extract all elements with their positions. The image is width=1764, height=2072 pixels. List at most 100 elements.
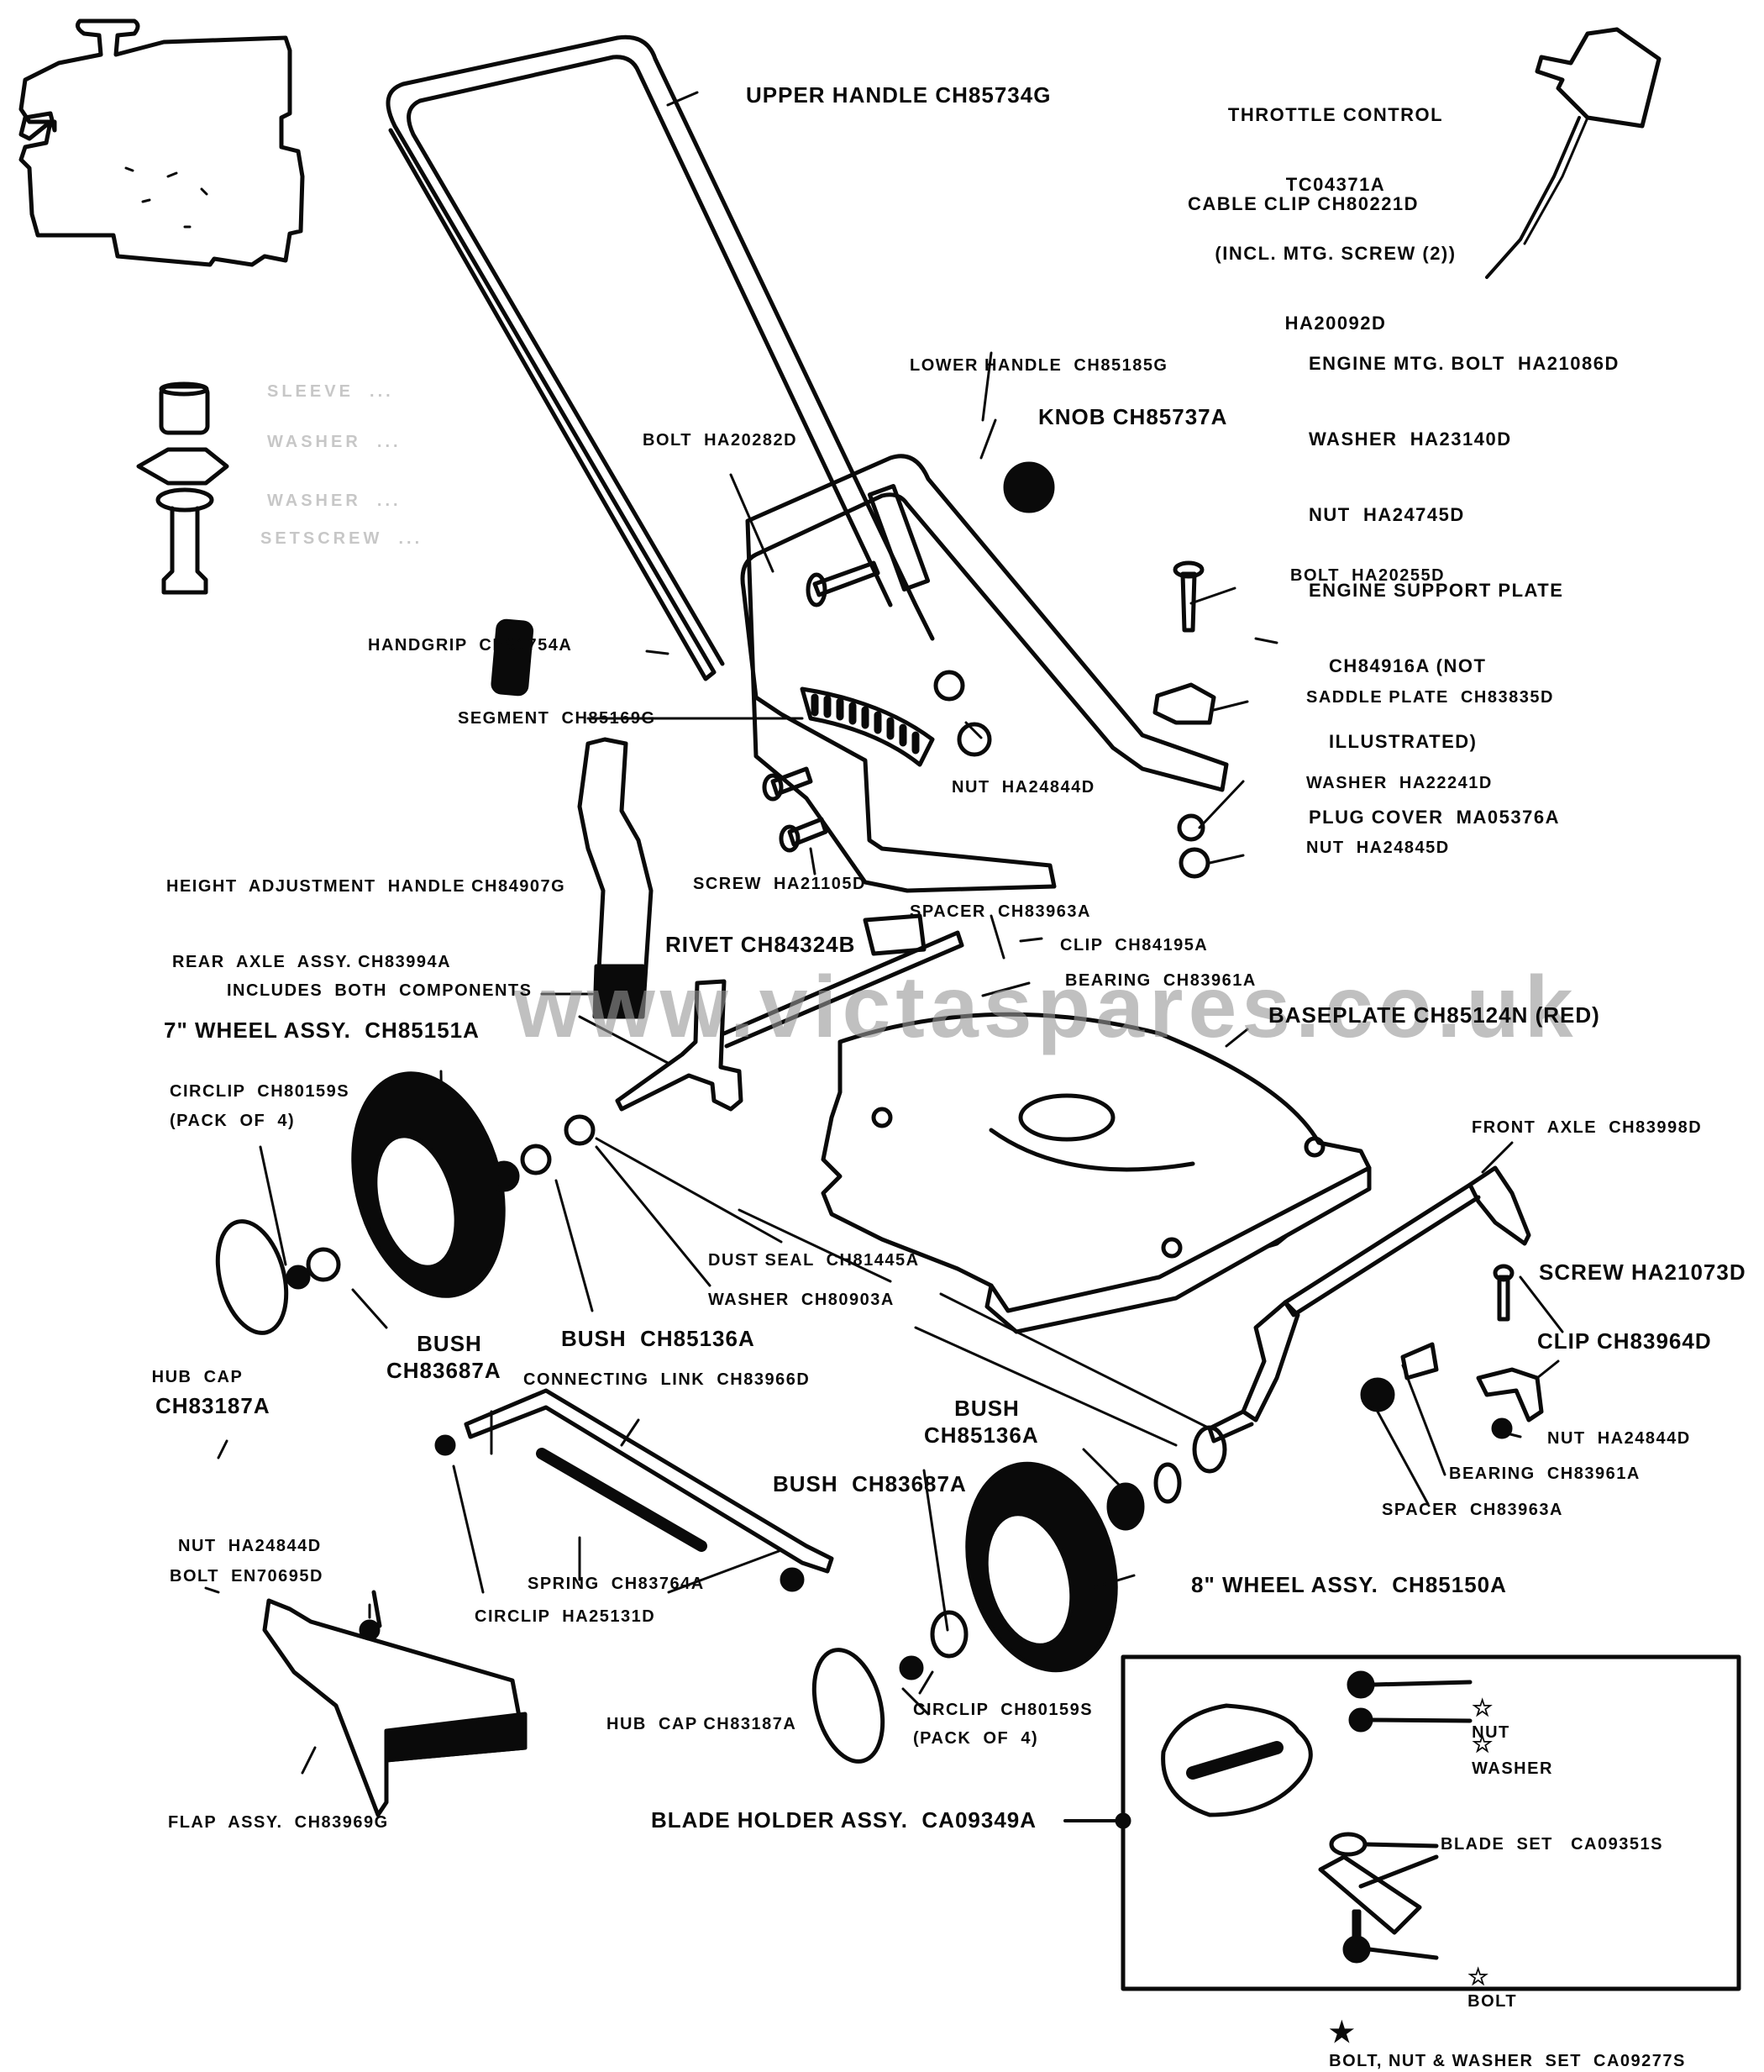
label-cable-clip: CABLE CLIP CH80221D: [1188, 193, 1420, 214]
star-icon: ☆: [1472, 1695, 1494, 1721]
engine-label-faint-1: SLEEVE ...: [267, 382, 394, 401]
label-bolt-ha20282d: BOLT HA20282D: [643, 431, 798, 450]
leader-lines: [204, 91, 1564, 1775]
label-kit-washer-text: WASHER: [1472, 1759, 1553, 1778]
label-knob: KNOB CH85737A: [1038, 404, 1228, 429]
label-throttle-control-title: THROTTLE CONTROL: [1227, 104, 1444, 125]
connecting-link-illustration: [434, 1388, 834, 1592]
engine-label-faint-3: WASHER ...: [267, 492, 402, 510]
label-bolt-nut-washer-set: ★ BOLT, NUT & WASHER SET CA09277S: [1317, 1994, 1686, 2072]
label-dust-seal: DUST SEAL CH81445A: [708, 1251, 920, 1270]
label-engine-support-note: ILLUSTRATED): [1329, 731, 1478, 752]
height-adjustment-handle-illustration: [577, 737, 654, 1019]
label-plug-cover: PLUG COVER MA05376A: [1309, 807, 1560, 828]
label-kit-bolt-text: BOLT: [1467, 1992, 1518, 2011]
label-screw-ha21073d: SCREW HA21073D: [1539, 1260, 1746, 1285]
label-throttle-screw: HA20092D: [1284, 312, 1387, 334]
label-throttle-control: THROTTLE CONTROL TC04371A (INCL. MTG. SC…: [1210, 57, 1462, 358]
handgrip-illustration: [491, 618, 534, 697]
star-icon: ★: [1329, 2017, 1357, 2048]
label-bearing-right: BEARING CH83961A: [1449, 1465, 1641, 1483]
label-nut-ha24845d: NUT HA24845D: [1306, 839, 1450, 857]
label-height-adjustment-handle: HEIGHT ADJUSTMENT HANDLE CH84907G: [166, 877, 566, 896]
label-baseplate: BASEPLATE CH85124N (RED): [1268, 1002, 1600, 1028]
label-wheel-8in: 8" WHEEL ASSY. CH85150A: [1191, 1572, 1507, 1597]
label-handgrip: HANDGRIP CH81754A: [368, 636, 573, 655]
label-lower-handle: LOWER HANDLE CH85185G: [910, 356, 1168, 375]
label-circlip-bottom: CIRCLIP CH80159S: [913, 1701, 1094, 1719]
label-throttle-part: TC04371A: [1285, 173, 1386, 195]
label-spring: SPRING CH83764A: [528, 1575, 705, 1593]
label-bolt-en70695d: BOLT EN70695D: [170, 1567, 323, 1586]
label-hub-cap-bottom: HUB CAP CH83187A: [606, 1715, 797, 1733]
label-nut-ha24745d: NUT HA24745D: [1309, 504, 1465, 525]
label-kit-nut-text: NUT: [1472, 1723, 1510, 1742]
label-bush-left: BUSH: [417, 1331, 482, 1356]
label-circlip-top-note: (PACK OF 4): [170, 1112, 296, 1130]
label-throttle-incl: (INCL. MTG. SCREW (2)): [1215, 243, 1457, 264]
front-wheel-illustration: [811, 1461, 1145, 1764]
label-circlip-top: CIRCLIP CH80159S: [170, 1082, 350, 1101]
label-circlip-ha25131d: CIRCLIP HA25131D: [475, 1607, 656, 1626]
flap-assembly-illustration: [262, 1590, 528, 1817]
engine-label-faint-2: WASHER ...: [267, 433, 402, 451]
upper-handle-illustration: [386, 34, 935, 681]
hardware-illustration: [762, 461, 1216, 879]
label-spacer-top: SPACER CH83963A: [910, 902, 1091, 921]
label-nut-ha24844d-right: NUT HA24844D: [1547, 1429, 1691, 1448]
label-clip-ch83964d: CLIP CH83964D: [1537, 1328, 1712, 1354]
label-rivet: RIVET CH84324B: [665, 932, 856, 957]
label-bush-ch85136a: BUSH CH85136A: [561, 1326, 755, 1351]
star-icon: ☆: [1472, 1731, 1494, 1757]
label-engine-support-plate: ENGINE SUPPORT PLATE: [1309, 580, 1564, 601]
label-bush-left-part: CH83687A: [386, 1358, 501, 1383]
label-washer-ha23140d: WASHER HA23140D: [1309, 429, 1512, 450]
label-kit-nut: ☆ NUT: [1460, 1672, 1510, 1743]
engine-mount-parts: [136, 381, 229, 595]
label-bolt-nut-washer-set-text: BOLT, NUT & WASHER SET CA09277S: [1329, 2051, 1686, 2070]
label-clip-ch84195a: CLIP CH84195A: [1060, 936, 1209, 954]
label-washer-ha22241d: WASHER HA22241D: [1306, 774, 1493, 792]
label-upper-handle: UPPER HANDLE CH85734G: [746, 82, 1052, 108]
label-bolt-ha20255d: BOLT HA20255D: [1290, 566, 1446, 585]
label-spacer-right: SPACER CH83963A: [1382, 1501, 1563, 1519]
watermark: www.victaspares.co.uk: [514, 959, 1578, 1056]
label-kit-washer: ☆ WASHER: [1460, 1708, 1553, 1780]
engine-illustration: [18, 18, 305, 267]
blade-holder-box: [1063, 1654, 1741, 1991]
throttle-control-illustration: [1485, 27, 1662, 279]
label-engine-mtg-bolt: ENGINE MTG. BOLT HA21086D: [1309, 353, 1620, 374]
front-axle-illustration: [1207, 1165, 1531, 1444]
rear-wheel-illustration: [215, 1071, 596, 1335]
parts-diagram: [18, 18, 1741, 1991]
label-engine-hardware: ENGINE MTG. BOLT HA21086D WASHER HA23140…: [1309, 301, 1620, 855]
label-circlip-bottom-note: (PACK OF 4): [913, 1729, 1039, 1748]
label-wheel-7in: 7" WHEEL ASSY. CH85151A: [164, 1018, 480, 1043]
label-bush-right-part: CH85136A: [924, 1423, 1039, 1448]
label-hub-cap-left-part: CH83187A: [155, 1393, 270, 1418]
label-nut-ha24844d-top: NUT HA24844D: [952, 778, 1095, 797]
baseplate-illustration: [821, 1012, 1372, 1334]
label-flap-assy: FLAP ASSY. CH83969G: [168, 1813, 389, 1832]
rear-axle-illustration: [615, 913, 964, 1112]
lower-handle-illustration: [740, 454, 1229, 893]
label-front-axle: FRONT AXLE CH83998D: [1472, 1118, 1703, 1137]
label-hub-cap-left: HUB CAP: [151, 1368, 244, 1386]
label-blade-set: BLADE SET CA09351S: [1441, 1835, 1663, 1854]
label-rear-axle: REAR AXLE ASSY. CH83994A: [172, 953, 452, 971]
label-bush-ch83687a: BUSH CH83687A: [773, 1471, 967, 1496]
label-connecting-link: CONNECTING LINK CH83966D: [523, 1370, 811, 1389]
label-blade-holder: BLADE HOLDER ASSY. CA09349A: [651, 1807, 1037, 1833]
label-bush-right: BUSH: [954, 1396, 1020, 1421]
label-segment: SEGMENT CH85169G: [458, 709, 656, 728]
star-icon: ☆: [1467, 1964, 1490, 1990]
label-nut-ha24844d-left: NUT HA24844D: [178, 1537, 322, 1555]
segment-illustration: [800, 686, 935, 767]
label-bearing-top: BEARING CH83961A: [1065, 971, 1257, 990]
label-rear-axle-note: INCLUDES BOTH COMPONENTS: [227, 981, 533, 1000]
label-washer-ch80903a: WASHER CH80903A: [708, 1291, 895, 1309]
label-screw-ha21105d: SCREW HA21105D: [693, 875, 866, 893]
label-engine-support-part: CH84916A (NOT: [1329, 655, 1487, 676]
label-saddle-plate: SADDLE PLATE CH83835D: [1306, 688, 1554, 707]
label-kit-bolt: ☆ BOLT: [1456, 1941, 1517, 2012]
